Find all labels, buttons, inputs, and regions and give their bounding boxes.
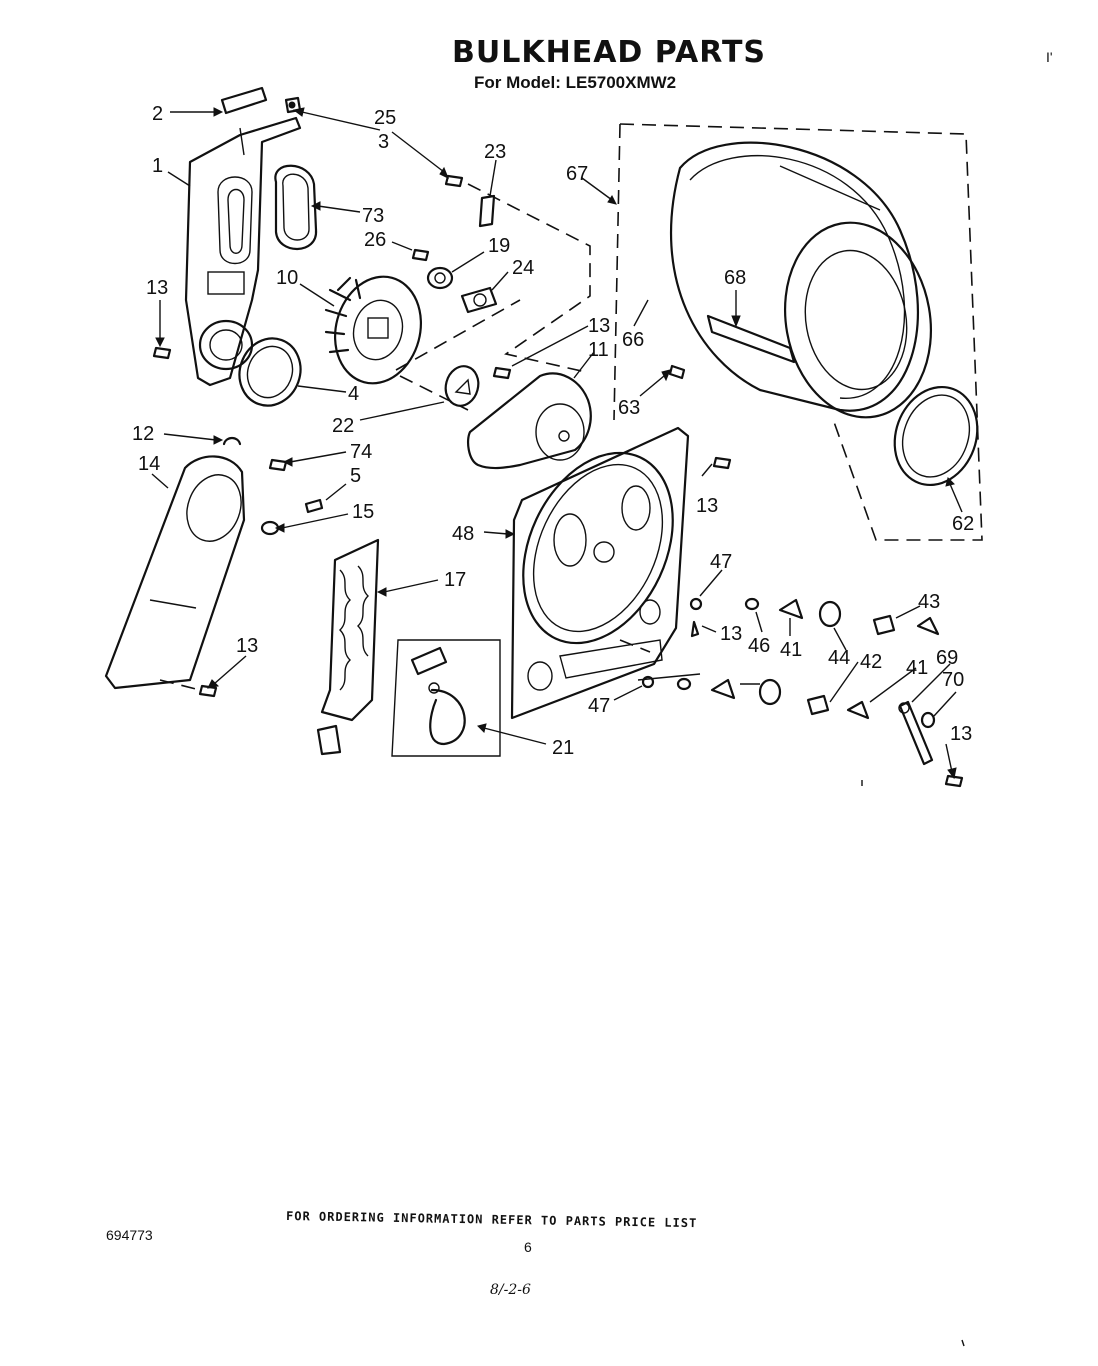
callout-13-e: 13 xyxy=(950,723,972,745)
callout-73: 73 xyxy=(362,205,384,227)
callout-62: 62 xyxy=(952,513,974,535)
callout-13-f: 13 xyxy=(236,635,258,657)
callout-13-d: 13 xyxy=(720,623,742,645)
callout-23: 23 xyxy=(484,141,506,163)
callout-17: 17 xyxy=(444,569,466,591)
callout-41-b: 41 xyxy=(906,657,928,679)
callout-10: 10 xyxy=(276,267,298,289)
part-67-drum xyxy=(613,123,983,541)
callout-67: 67 xyxy=(566,163,588,185)
page-title: BULKHEAD PARTS xyxy=(452,35,766,70)
callout-48: 48 xyxy=(452,523,474,545)
callout-70: 70 xyxy=(942,669,964,691)
part-14-heater-duct xyxy=(104,455,246,690)
callout-1: 1 xyxy=(152,155,163,177)
callout-69: 69 xyxy=(936,647,958,669)
callout-25: 25 xyxy=(374,107,396,129)
part-5-screw xyxy=(304,498,324,514)
callout-13-b: 13 xyxy=(588,315,610,337)
ordering-note: FOR ORDERING INFORMATION REFER TO PARTS … xyxy=(286,1209,697,1230)
callout-15: 15 xyxy=(352,501,374,523)
callout-13-a: 13 xyxy=(146,277,168,299)
part-41-roller-upper xyxy=(710,598,804,700)
part-21-wire-kit xyxy=(391,639,501,757)
part-19-thermostat xyxy=(426,266,454,290)
part-4-seal-ring xyxy=(238,337,302,407)
part-10-blower-wheel xyxy=(324,275,423,385)
part-74-screw xyxy=(268,458,288,472)
callout-43: 43 xyxy=(918,591,940,613)
corner-mark: I' xyxy=(1046,49,1053,65)
callout-3: 3 xyxy=(378,131,389,153)
part-47-washer-lower xyxy=(641,675,655,689)
callout-66: 66 xyxy=(622,329,644,351)
page-number: 6 xyxy=(524,1239,532,1255)
callout-2: 2 xyxy=(152,103,163,125)
part-26-screw xyxy=(411,248,430,262)
part-25-screw xyxy=(444,174,464,188)
callout-63: 63 xyxy=(618,397,640,419)
callout-42: 42 xyxy=(860,651,882,673)
callout-26: 26 xyxy=(364,229,386,251)
callout-47-a: 47 xyxy=(710,551,732,573)
callout-41-a: 41 xyxy=(780,639,802,661)
part-46-washer xyxy=(676,597,760,691)
callout-5: 5 xyxy=(350,465,361,487)
callout-14: 14 xyxy=(138,453,160,475)
part-43-axle xyxy=(872,614,940,636)
callout-21: 21 xyxy=(552,737,574,759)
part-24-fuse xyxy=(460,286,498,314)
callout-11: 11 xyxy=(588,339,609,361)
callout-labels: 2 25 3 23 67 1 73 26 19 24 10 68 13 13 1… xyxy=(132,103,974,759)
part-69-idler-arm xyxy=(898,700,934,766)
part-2-bracket xyxy=(220,86,268,115)
part-13-screws xyxy=(152,346,964,788)
callout-19: 19 xyxy=(488,235,510,257)
callout-44: 44 xyxy=(828,647,850,669)
document-number: 694773 xyxy=(106,1227,153,1243)
part-12-clip xyxy=(222,436,242,446)
model-subtitle: For Model: LE5700XMW2 xyxy=(474,73,676,92)
part-17-heating-element xyxy=(316,538,380,756)
callout-68: 68 xyxy=(724,267,746,289)
callout-4: 4 xyxy=(348,383,359,405)
stray-mark-bottom xyxy=(961,1339,965,1347)
leader-lines xyxy=(151,107,963,780)
part-73-gasket xyxy=(274,164,318,251)
part-70-washer xyxy=(920,711,936,729)
callout-12: 12 xyxy=(132,423,154,445)
part-11-blower-housing xyxy=(467,372,592,470)
callout-22: 22 xyxy=(332,415,354,437)
assembly-lines xyxy=(159,183,651,691)
part-23-clip xyxy=(478,194,496,228)
callout-13-c: 13 xyxy=(696,495,718,517)
part-42-axle xyxy=(806,694,870,720)
callout-24: 24 xyxy=(512,257,534,279)
callout-74: 74 xyxy=(350,441,372,463)
handwritten-note: 8/-2-6 xyxy=(490,1282,531,1298)
part-1-front-panel xyxy=(184,116,302,387)
part-44-drum-roller xyxy=(758,600,842,706)
part-62-drum-seal xyxy=(893,385,979,487)
part-47-washer-upper xyxy=(689,597,703,611)
callout-47-b: 47 xyxy=(588,695,610,717)
part-48-bulkhead xyxy=(510,426,690,720)
callout-46: 46 xyxy=(748,635,770,657)
part-22-blower-hub xyxy=(444,365,480,407)
